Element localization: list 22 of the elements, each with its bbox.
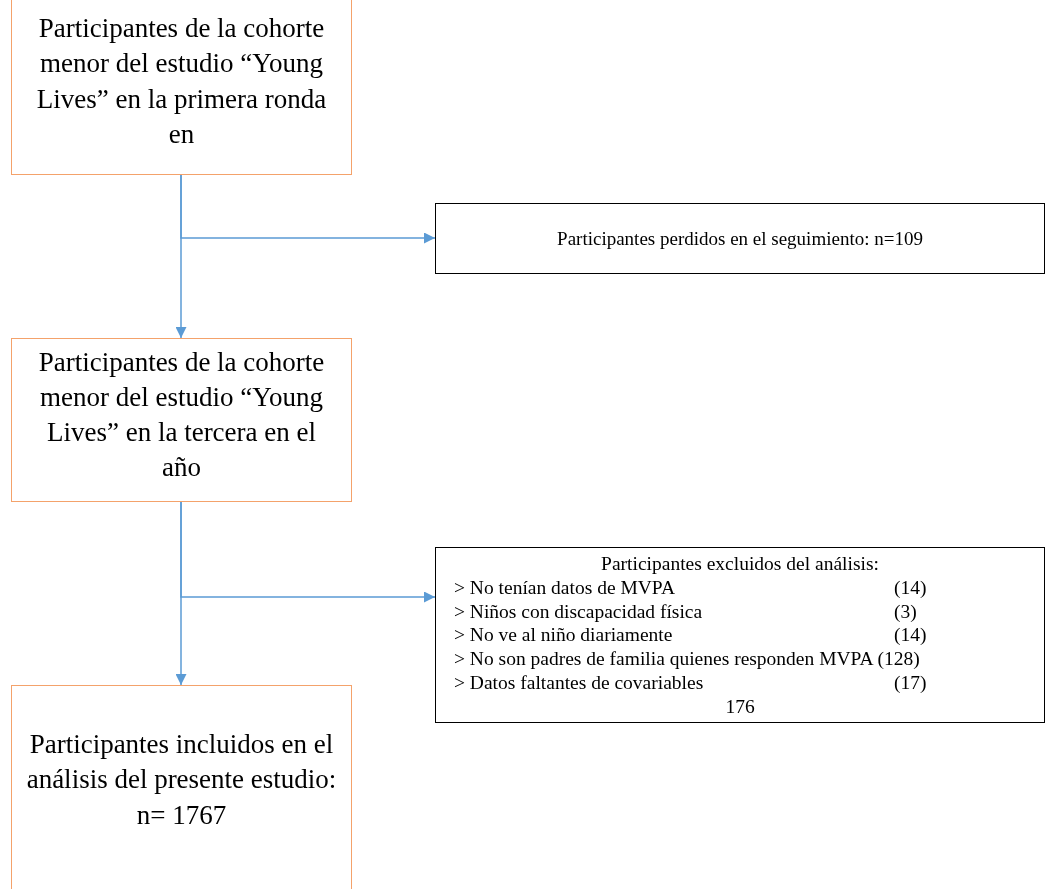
arrow: [180, 501, 436, 603]
list-item: > No tenían datos de MVPA: [454, 575, 676, 600]
process-box: [435, 547, 1045, 723]
list-item: 176: [724, 694, 756, 719]
process-box: [11, 338, 352, 502]
list-item: > Niños con discapacidad física: [454, 599, 704, 624]
process-box: [11, 685, 352, 889]
list-item: > No ve al niño diariamente: [454, 623, 674, 648]
list-item: > Datos faltantes de covariables: [454, 670, 705, 695]
arrow: [180, 174, 436, 244]
list-item: (17): [894, 670, 928, 695]
box-heading: Participantes excluidos del análisis:: [600, 552, 880, 576]
process-box: [11, 0, 352, 175]
list-item: (14): [894, 623, 928, 648]
node-text: Participantes incluidos en el análisis del presente estudio: n= 1767: [26, 728, 337, 832]
node-text: Participantes de la cohorte menor del estudio “Young Lives” en la primera ronda en: [35, 12, 328, 151]
process-box: [435, 203, 1045, 274]
list-item: (14): [894, 575, 928, 600]
list-item: (3): [894, 599, 918, 624]
node-text: Participantes perdidos en el seguimiento: n=109: [557, 227, 923, 250]
node-text: Participantes de la cohorte menor del estudio “Young Lives” en la tercera en el año: [37, 345, 326, 485]
list-item: > No son padres de familia quienes responden MVPA (128): [454, 647, 921, 671]
